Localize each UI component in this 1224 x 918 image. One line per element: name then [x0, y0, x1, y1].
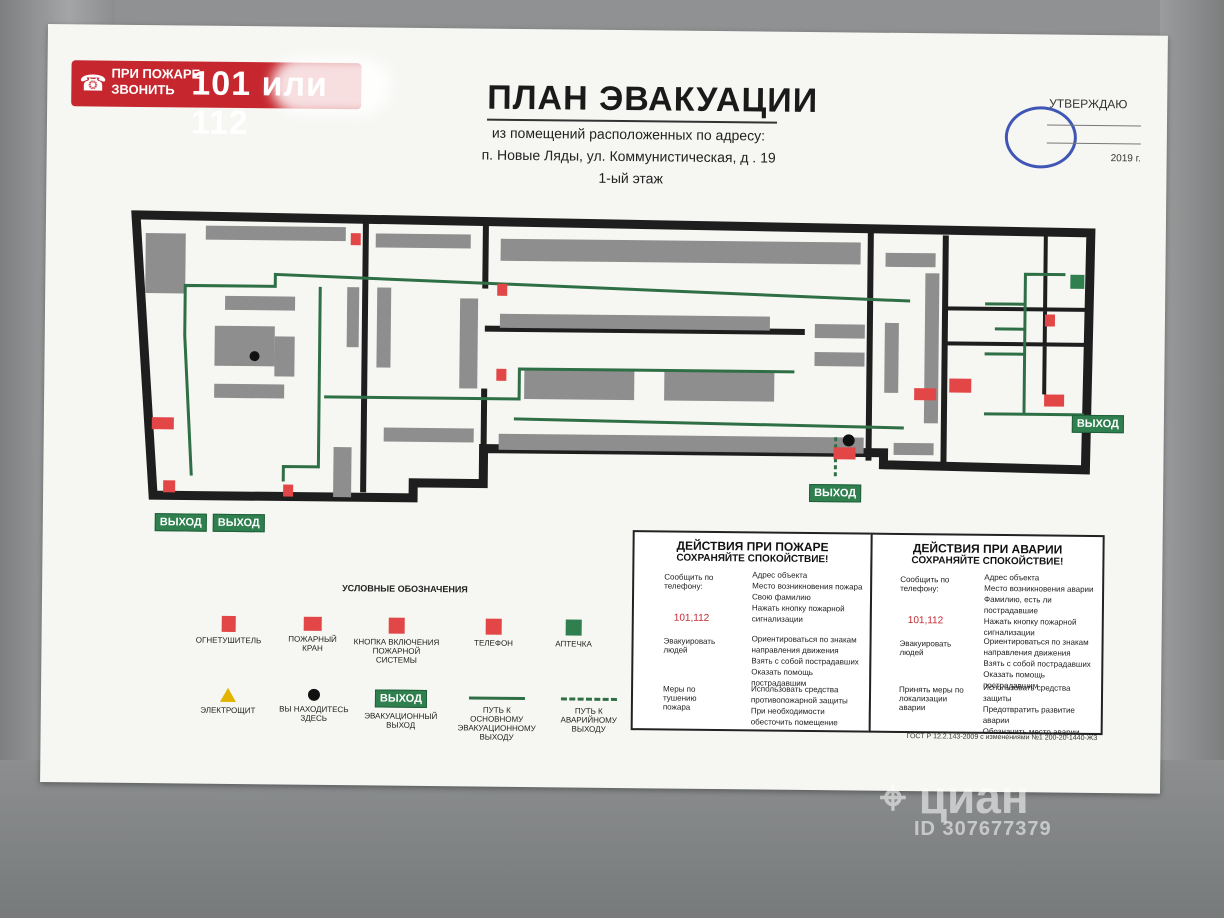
accident-step-3: Принять меры по локализации аварии — [898, 684, 964, 713]
extinguisher-icon — [221, 615, 236, 632]
fire-step-3-items: Использовать средства противопожарной за… — [751, 683, 863, 728]
emergency-route-icon — [560, 697, 617, 701]
plan-floor: 1-ый этаж — [598, 169, 663, 187]
plan-subtitle: из помещений расположенных по адресу: — [491, 124, 766, 144]
legend-item-main-route: ПУТЬ К ОСНОВНОМУ ЭВАКУАЦИОННОМУ ВЫХОДУ — [457, 690, 538, 742]
floor-plan — [131, 210, 1096, 503]
fire-actions-calm: СОХРАНЯЙТЕ СПОКОЙСТВИЕ! — [676, 552, 829, 566]
accident-step-1: Сообщить по телефону: — [900, 574, 950, 594]
fire-step-1: Сообщить по телефону: — [664, 572, 714, 591]
legend-title: УСЛОВНЫЕ ОБОЗНАЧЕНИЯ — [342, 583, 468, 595]
banner-text: ПРИ ПОЖАРЕ ЗВОНИТЬ — [111, 66, 200, 99]
you-are-here-icon — [307, 688, 321, 701]
legend-item-phone: ТЕЛЕФОН — [463, 618, 523, 648]
exit-label-3: ВЫХОД — [809, 483, 862, 503]
first-aid-icon — [565, 619, 582, 636]
legend-item-exit: ВЫХОД ЭВАКУАЦИОННЫЙ ВЫХОД — [361, 689, 441, 730]
fire-phone: 101,112 — [673, 612, 710, 624]
telephone-icon — [485, 618, 502, 635]
legend-item-you-are-here: ВЫ НАХОДИТЕСЬ ЗДЕСЬ — [279, 688, 349, 723]
legend-label: ПОЖАРНЫЙ КРАН — [288, 634, 337, 653]
legend-label: КНОПКА ВКЛЮЧЕНИЯ ПОЖАРНОЙ СИСТЕМЫ — [353, 637, 440, 665]
evacuation-routes — [183, 272, 1084, 482]
fire-call-banner: ☎ ПРИ ПОЖАРЕ ЗВОНИТЬ 101 или 112 — [71, 56, 392, 142]
plan-furniture — [145, 225, 940, 498]
first-aid-icon — [1070, 274, 1085, 289]
accident-step-3-item: Использовать средства защиты — [982, 682, 1071, 704]
accident-step-3-items: Использовать средства защиты Предотврати… — [983, 682, 1098, 738]
fire-hydrant-icon — [303, 616, 322, 631]
legend-item-emergency-route: ПУТЬ К АВАРИЙНОМУ ВЫХОДУ — [549, 691, 629, 734]
you-are-here-icon-2 — [842, 434, 855, 447]
fire-step-3-item: Использовать средства противопожарной за… — [750, 684, 848, 706]
exit-label-4: ВЫХОД — [1071, 414, 1124, 434]
electrical-panel-icon — [219, 687, 237, 703]
exit-sign-icon: ВЫХОД — [374, 689, 428, 709]
phone-icon: ☎ — [79, 70, 107, 96]
glare — [271, 56, 392, 116]
banner-line2: ЗВОНИТЬ — [111, 81, 175, 98]
legend-item-first-aid: АПТЕЧКА — [543, 619, 603, 649]
fire-actions-box: ДЕЙСТВИЯ ПРИ ПОЖАРЕ СОХРАНЯЙТЕ СПОКОЙСТВ… — [630, 530, 873, 733]
stamp-icon — [1004, 106, 1078, 169]
legend-row-2: ЭЛЕКТРОЩИТ ВЫ НАХОДИТЕСЬ ЗДЕСЬ ВЫХОД ЭВА… — [170, 687, 691, 752]
fire-step-2-items: Ориентироваться по знакам направления дв… — [751, 633, 864, 689]
accident-step-2: Эвакуировать людей — [899, 638, 952, 658]
you-are-here-icon — [249, 351, 260, 362]
evacuation-plan-sheet: ☎ ПРИ ПОЖАРЕ ЗВОНИТЬ 101 или 112 ПЛАН ЭВ… — [40, 24, 1168, 794]
legend-label: АПТЕЧКА — [555, 639, 592, 649]
legend-label: ЭВАКУАЦИОННЫЙ ВЫХОД — [364, 711, 438, 730]
legend-label: ПУТЬ К ОСНОВНОМУ ЭВАКУАЦИОННОМУ ВЫХОДУ — [457, 705, 536, 742]
accident-actions-calm: СОХРАНЯЙТЕ СПОКОЙСТВИЕ! — [911, 555, 1064, 568]
fire-step-1-items: Адрес объекта Место возникновения пожара… — [752, 569, 865, 625]
gost-note: ГОСТ Р 12.2.143-2009 с изменениями №1 20… — [906, 733, 1098, 743]
watermark-brand: ⌖ циан — [880, 770, 1029, 826]
approve-label: УТВЕРЖДАЮ — [1049, 96, 1128, 112]
fire-step-1-item: Нажать кнопку пожарной сигнализации — [751, 603, 845, 624]
accident-step-3-item: Предотвратить развитие аварии — [982, 704, 1075, 726]
banner-line1: ПРИ ПОЖАРЕ — [111, 65, 201, 82]
exit-label-2: ВЫХОД — [212, 513, 265, 533]
legend-item-electrical: ЭЛЕКТРОЩИТ — [193, 687, 263, 716]
legend-label: ТЕЛЕФОН — [474, 638, 514, 648]
fire-step-2-item: Ориентироваться по знакам направления дв… — [751, 634, 857, 656]
accident-actions-box: ДЕЙСТВИЯ ПРИ АВАРИИ СОХРАНЯЙТЕ СПОКОЙСТВ… — [868, 532, 1105, 738]
accident-phone: 101,112 — [907, 615, 944, 627]
plan-title: ПЛАН ЭВАКУАЦИИ — [487, 78, 819, 121]
accident-step-1-items: Адрес объекта Место возникновения аварии… — [984, 572, 1099, 639]
location-pin-icon: ⌖ — [880, 771, 906, 823]
plan-address: п. Новые Ляды, ул. Коммунистическая, д .… — [481, 146, 776, 166]
watermark-brand-text: циан — [918, 771, 1029, 823]
approve-year: 2019 г. — [1110, 153, 1141, 165]
plan-walls — [131, 210, 1096, 503]
fire-step-2: Эвакуировать людей — [663, 636, 716, 655]
legend-label: ЭЛЕКТРОЩИТ — [200, 705, 256, 716]
main-route-icon — [468, 696, 525, 701]
legend-label: ПУТЬ К АВАРИЙНОМУ ВЫХОДУ — [560, 706, 617, 734]
legend-item-extinguisher: ОГНЕТУШИТЕЛЬ — [194, 615, 264, 646]
watermark-id: ID 307677379 — [914, 818, 1052, 840]
accident-step-1-item: Фамилию, есть ли пострадавшие — [983, 594, 1052, 616]
legend-label: ВЫ НАХОДИТЕСЬ ЗДЕСЬ — [279, 704, 349, 723]
legend-label: ОГНЕТУШИТЕЛЬ — [195, 635, 262, 646]
legend-item-alarm-button: КНОПКА ВКЛЮЧЕНИЯ ПОЖАРНОЙ СИСТЕМЫ — [351, 617, 441, 665]
fire-step-3-item: При необходимости обесточить помещение — [750, 706, 838, 728]
fire-step-3: Меры по тушению пожара — [662, 684, 697, 712]
exit-label-1: ВЫХОД — [154, 513, 207, 532]
legend-item-hydrant: ПОЖАРНЫЙ КРАН — [279, 616, 345, 653]
plan-safety-signs — [151, 233, 1065, 497]
alarm-button-icon — [388, 617, 405, 634]
accident-step-2-item: Ориентироваться по знакам направления дв… — [983, 636, 1089, 658]
